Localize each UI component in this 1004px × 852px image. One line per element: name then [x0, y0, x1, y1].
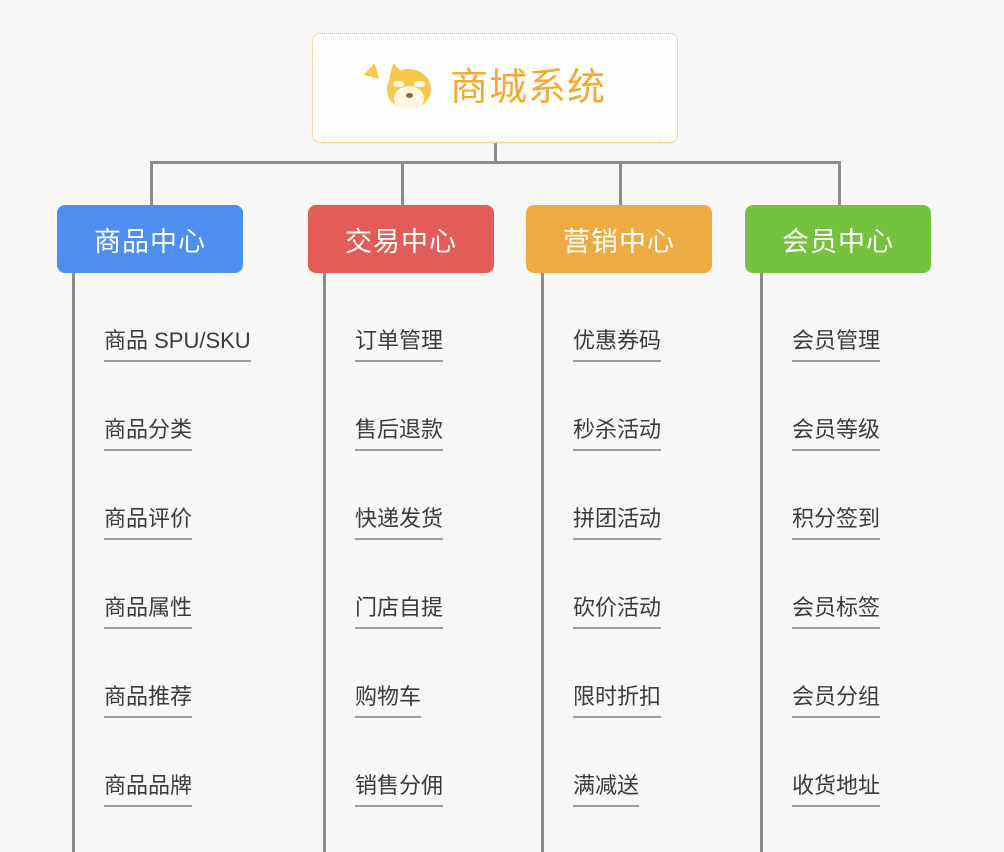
leaf-item[interactable]: 优惠券码 — [542, 273, 712, 362]
leaf-item[interactable]: 积分签到 — [761, 451, 931, 540]
leaf-label: 秒杀活动 — [573, 416, 662, 442]
leaf-item[interactable]: 拼团活动 — [542, 451, 712, 540]
leaf-label: 积分签到 — [792, 505, 881, 531]
category-header-label-1: 商品中心 — [94, 226, 206, 257]
leaf-label: 销售分佣 — [355, 772, 444, 798]
leaf-label: 优惠券码 — [573, 327, 662, 353]
root-node[interactable]: 商城系统 — [312, 33, 678, 143]
leaf-list-2: 订单管理 售后退款 快递发货 门店自提 购物车 销售分佣 — [308, 273, 494, 852]
leaf-spine-2 — [323, 273, 326, 852]
leaf-label: 会员分组 — [792, 683, 881, 709]
category-header-1[interactable]: 商品中心 — [57, 205, 243, 273]
leaf-list-3: 优惠券码 秒杀活动 拼团活动 砍价活动 限时折扣 满减送 — [526, 273, 712, 852]
leaf-label: 满减送 — [573, 772, 640, 798]
leaf-list-4: 会员管理 会员等级 积分签到 会员标签 会员分组 收货地址 — [745, 273, 931, 852]
leaf-label: 商品品牌 — [104, 772, 193, 798]
leaf-item[interactable]: 商品推荐 — [73, 629, 243, 718]
root-title: 商城系统 — [449, 67, 606, 109]
category-header-label-4: 会员中心 — [782, 226, 894, 257]
leaf-item[interactable]: 收货地址 — [761, 718, 931, 807]
connector-drop-2 — [401, 161, 404, 207]
category-column-3: 营销中心 优惠券码 秒杀活动 拼团活动 砍价活动 限时折扣 满减送 — [526, 205, 712, 852]
leaf-label: 购物车 — [355, 683, 422, 709]
connector-drop-3 — [619, 161, 622, 207]
leaf-item[interactable]: 满减送 — [542, 718, 712, 807]
leaf-item[interactable]: 商品品牌 — [73, 718, 243, 807]
leaf-item[interactable]: 会员标签 — [761, 540, 931, 629]
category-header-2[interactable]: 交易中心 — [308, 205, 494, 273]
connector-drop-4 — [838, 161, 841, 207]
leaf-label: 商品评价 — [104, 505, 193, 531]
leaf-label: 商品 SPU/SKU — [104, 327, 251, 353]
leaf-item[interactable]: 限时折扣 — [542, 629, 712, 718]
leaf-spine-1 — [72, 273, 75, 852]
category-header-label-2: 交易中心 — [345, 226, 457, 257]
category-column-4: 会员中心 会员管理 会员等级 积分签到 会员标签 会员分组 收货地址 — [745, 205, 931, 852]
leaf-label: 商品分类 — [104, 416, 193, 442]
leaf-label: 会员等级 — [792, 416, 881, 442]
leaf-item[interactable]: 砍价活动 — [542, 540, 712, 629]
leaf-item[interactable]: 秒杀活动 — [542, 362, 712, 451]
category-header-label-3: 营销中心 — [563, 226, 675, 257]
leaf-spine-3 — [541, 273, 544, 852]
leaf-item[interactable]: 商品评价 — [73, 451, 243, 540]
leaf-list-1: 商品 SPU/SKU 商品分类 商品评价 商品属性 商品推荐 商品品牌 — [57, 273, 251, 852]
leaf-label: 会员标签 — [792, 594, 881, 620]
category-column-1: 商品中心 商品 SPU/SKU 商品分类 商品评价 商品属性 商品推荐 商品品牌 — [57, 205, 251, 852]
leaf-item[interactable]: 商品属性 — [73, 540, 243, 629]
leaf-item[interactable]: 商品 SPU/SKU — [73, 273, 251, 362]
connector-root-stem — [494, 143, 497, 163]
category-column-2: 交易中心 订单管理 售后退款 快递发货 门店自提 购物车 销售分佣 — [308, 205, 494, 852]
leaf-item[interactable]: 订单管理 — [324, 273, 494, 362]
leaf-item[interactable]: 会员管理 — [761, 273, 931, 362]
connector-drop-1 — [150, 161, 153, 207]
leaf-label: 商品属性 — [104, 594, 193, 620]
leaf-label: 门店自提 — [355, 594, 444, 620]
leaf-item[interactable]: 销售分佣 — [324, 718, 494, 807]
leaf-item[interactable]: 会员等级 — [761, 362, 931, 451]
leaf-item[interactable]: 商品分类 — [73, 362, 243, 451]
leaf-label: 收货地址 — [792, 772, 881, 798]
shiba-dog-face-icon — [363, 61, 436, 114]
leaf-spine-4 — [760, 273, 763, 852]
leaf-item[interactable]: 会员分组 — [761, 629, 931, 718]
leaf-item[interactable]: 快递发货 — [324, 451, 494, 540]
leaf-label: 会员管理 — [792, 327, 881, 353]
leaf-label: 砍价活动 — [573, 594, 662, 620]
category-header-4[interactable]: 会员中心 — [745, 205, 931, 273]
connector-horizontal-bus — [150, 161, 841, 164]
leaf-label: 拼团活动 — [573, 505, 662, 531]
leaf-label: 订单管理 — [355, 327, 444, 353]
leaf-item[interactable]: 门店自提 — [324, 540, 494, 629]
category-header-3[interactable]: 营销中心 — [526, 205, 712, 273]
leaf-label: 限时折扣 — [573, 683, 662, 709]
leaf-label: 快递发货 — [355, 505, 444, 531]
leaf-item[interactable]: 购物车 — [324, 629, 494, 718]
leaf-item[interactable]: 售后退款 — [324, 362, 494, 451]
leaf-label: 售后退款 — [355, 416, 444, 442]
leaf-label: 商品推荐 — [104, 683, 193, 709]
